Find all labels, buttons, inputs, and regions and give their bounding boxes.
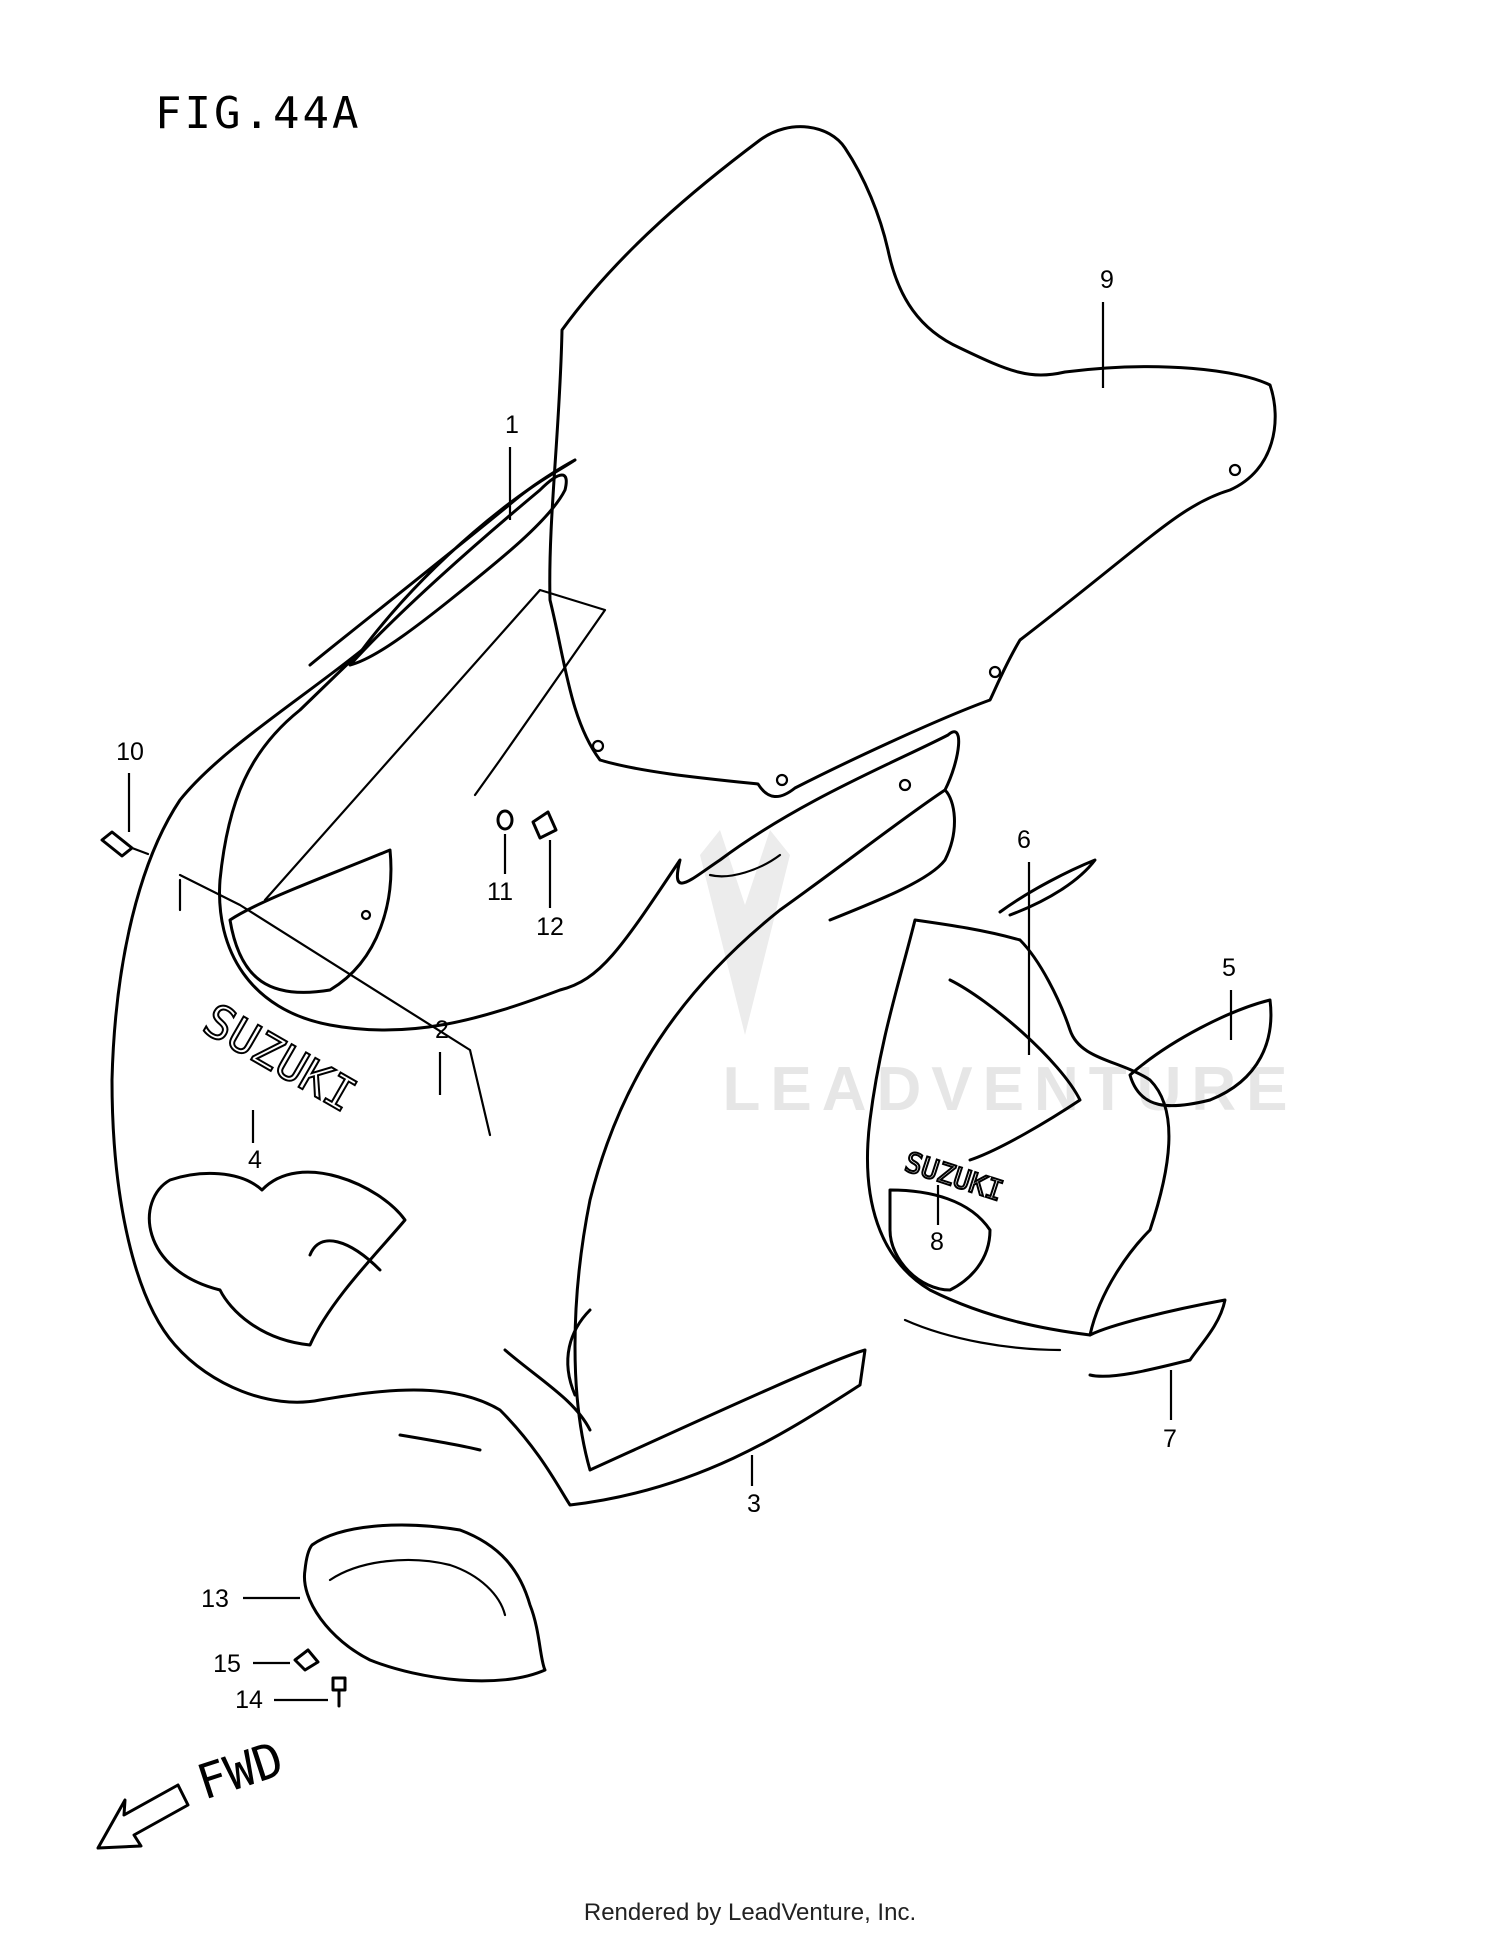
callout-11: 11 (487, 878, 513, 906)
callout-1: 1 (505, 411, 519, 439)
callout-8: 8 (930, 1228, 944, 1256)
callout-3: 3 (747, 1490, 761, 1518)
part-inner-cover (302, 1523, 547, 1683)
part-inner-panel (178, 588, 607, 1137)
figure-title: FIG.44A (155, 88, 361, 139)
part-upper-cowling (110, 458, 961, 1507)
watermark-text: LEADVENTURE (722, 1055, 1297, 1124)
callout-4: 4 (248, 1146, 262, 1174)
part-trim (178, 848, 393, 994)
brand-mark-lower: SUZUKI (901, 1145, 1007, 1208)
callout-7: 7 (1163, 1425, 1177, 1453)
callout-6: 6 (1017, 826, 1031, 854)
footer-credit: Rendered by LeadVenture, Inc. (583, 1899, 917, 1926)
callout-9: 9 (1100, 266, 1114, 294)
direction-label: FWD (190, 1731, 290, 1811)
callout-5: 5 (1222, 954, 1236, 982)
callout-15: 15 (213, 1650, 241, 1678)
part-side-stripe (348, 473, 568, 667)
callout-12: 12 (536, 913, 564, 941)
watermark-logo-icon (700, 830, 790, 1035)
part-bolt (331, 1676, 347, 1708)
brand-mark-main: SUZUKI (195, 993, 366, 1123)
part-nut (531, 810, 558, 840)
callout-14: 14 (235, 1686, 263, 1714)
part-grommet (496, 809, 514, 831)
part-clip (293, 1648, 320, 1672)
forward-arrow-icon (96, 1783, 190, 1850)
callout-2: 2 (435, 1016, 449, 1044)
leader-lines (127, 302, 1233, 1702)
callout-10: 10 (116, 738, 144, 766)
watermark: LEADVENTURE (700, 830, 1297, 1124)
part-windscreen (548, 125, 1277, 798)
callout-13: 13 (201, 1585, 229, 1613)
part-screw (100, 830, 150, 858)
